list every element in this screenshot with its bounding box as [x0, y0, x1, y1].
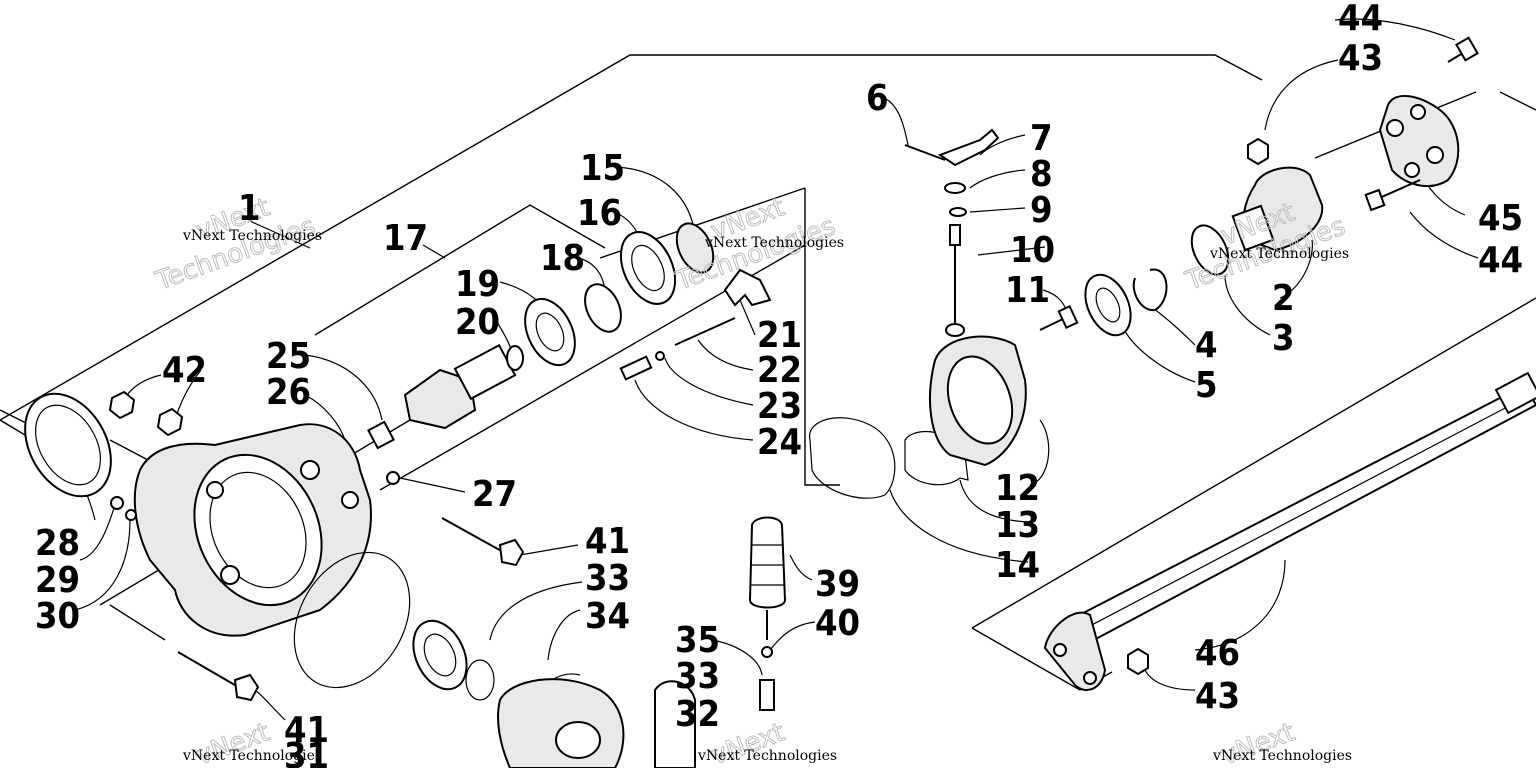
part-sleeve-18 — [584, 283, 622, 333]
label-43b: 43 — [1195, 676, 1240, 717]
label-9: 9 — [1030, 190, 1053, 231]
svg-text:vNext Technologies: vNext Technologies — [1212, 748, 1352, 764]
part-bolt-41-upper — [441, 517, 525, 567]
label-20: 20 — [455, 302, 500, 343]
part-fork-21 — [723, 268, 772, 307]
label-30: 30 — [35, 596, 80, 637]
label-31: 31 — [284, 736, 329, 768]
label-16: 16 — [577, 193, 622, 234]
part-bearing-33 — [412, 619, 495, 701]
svg-text:vNext Technologies: vNext Technologies — [182, 228, 322, 244]
label-33: 33 — [585, 558, 630, 599]
part-nut-43-lower — [1127, 647, 1149, 676]
label-19: 19 — [455, 264, 500, 305]
label-28: 28 — [35, 523, 80, 564]
part-pinion-25 — [367, 343, 517, 450]
part-oring-31 — [293, 551, 411, 689]
label-44b: 44 — [1478, 240, 1523, 281]
part-bearing-19 — [506, 297, 576, 371]
label-27: 27 — [472, 474, 517, 515]
label-5: 5 — [1195, 365, 1218, 406]
svg-text:vNext Technologies: vNext Technologies — [1209, 246, 1349, 262]
part-ring-gear-34 — [497, 678, 625, 768]
part-vent-39 — [748, 516, 787, 711]
part-washers-29-30 — [110, 496, 137, 521]
label-41b: 41 — [284, 710, 329, 751]
part-nuts-42 — [108, 390, 184, 437]
label-10: 10 — [1010, 230, 1055, 271]
label-25: 25 — [266, 336, 311, 377]
label-29: 29 — [35, 560, 80, 601]
part-rod-10 — [949, 224, 961, 325]
part-gasket-13 — [904, 431, 969, 486]
label-40: 40 — [815, 603, 860, 644]
label-46: 46 — [1195, 633, 1240, 674]
part-housing-26 — [133, 423, 372, 637]
part-bearing-32 — [654, 680, 696, 768]
part-bolt-44-side — [1364, 179, 1421, 212]
label-18: 18 — [540, 238, 585, 279]
label-34: 34 — [585, 596, 630, 637]
label-8: 8 — [1030, 154, 1053, 195]
label-24: 24 — [757, 422, 802, 463]
part-snap-ring-4 — [1132, 268, 1168, 312]
label-14: 14 — [995, 545, 1040, 586]
part-lever-7-9 — [904, 128, 1000, 217]
part-bolt-41-lower — [177, 651, 260, 702]
label-42: 42 — [162, 350, 207, 391]
svg-text:vNext Technologies: vNext Technologies — [704, 235, 844, 251]
label-4: 4 — [1195, 325, 1218, 366]
part-spring-24 — [619, 351, 665, 381]
label-41: 41 — [585, 521, 630, 562]
part-shaft-22 — [674, 317, 736, 346]
label-45: 45 — [1478, 198, 1523, 239]
part-coupler-16 — [619, 231, 677, 305]
label-43: 43 — [1338, 38, 1383, 79]
label-6: 6 — [866, 78, 889, 119]
label-23: 23 — [757, 386, 802, 427]
part-labels: 1 2 3 4 5 6 7 8 9 10 11 12 13 14 15 16 1… — [35, 0, 1523, 768]
watermark-6: vNext vNext Technologies — [1212, 717, 1352, 768]
part-nut-43-top — [1247, 137, 1269, 166]
label-15: 15 — [580, 148, 625, 189]
label-33b: 33 — [675, 656, 720, 697]
part-flange-2 — [1231, 166, 1324, 252]
label-17: 17 — [383, 218, 428, 259]
label-44: 44 — [1338, 0, 1383, 39]
label-7: 7 — [1030, 118, 1053, 159]
part-bolt-11 — [1039, 304, 1079, 331]
label-11: 11 — [1005, 270, 1050, 311]
part-bolt-44-top — [1447, 36, 1479, 63]
part-gasket-14 — [809, 417, 896, 499]
part-gear-15 — [675, 222, 715, 274]
svg-text:vNext Technologies: vNext Technologies — [697, 748, 837, 764]
label-2: 2 — [1272, 278, 1295, 319]
label-35: 35 — [675, 620, 720, 661]
part-seal-3 — [1190, 224, 1230, 276]
label-12: 12 — [995, 468, 1040, 509]
label-1: 1 — [238, 188, 261, 229]
part-ring-27 — [386, 471, 400, 485]
label-21: 21 — [757, 315, 802, 356]
label-32: 32 — [675, 694, 720, 735]
watermark-1: vNext Technologies vNext Technologies — [151, 192, 322, 298]
label-22: 22 — [757, 350, 802, 391]
label-3: 3 — [1272, 318, 1295, 359]
part-driveshaft-46 — [1043, 371, 1536, 691]
part-case-12 — [929, 323, 1027, 467]
label-26: 26 — [266, 372, 311, 413]
label-13: 13 — [995, 505, 1040, 546]
part-seal-28 — [24, 392, 112, 498]
svg-text:vNext Technologies: vNext Technologies — [182, 748, 322, 764]
label-39: 39 — [815, 564, 860, 605]
part-yoke-45 — [1378, 94, 1460, 188]
part-bearing-5 — [1084, 273, 1132, 337]
